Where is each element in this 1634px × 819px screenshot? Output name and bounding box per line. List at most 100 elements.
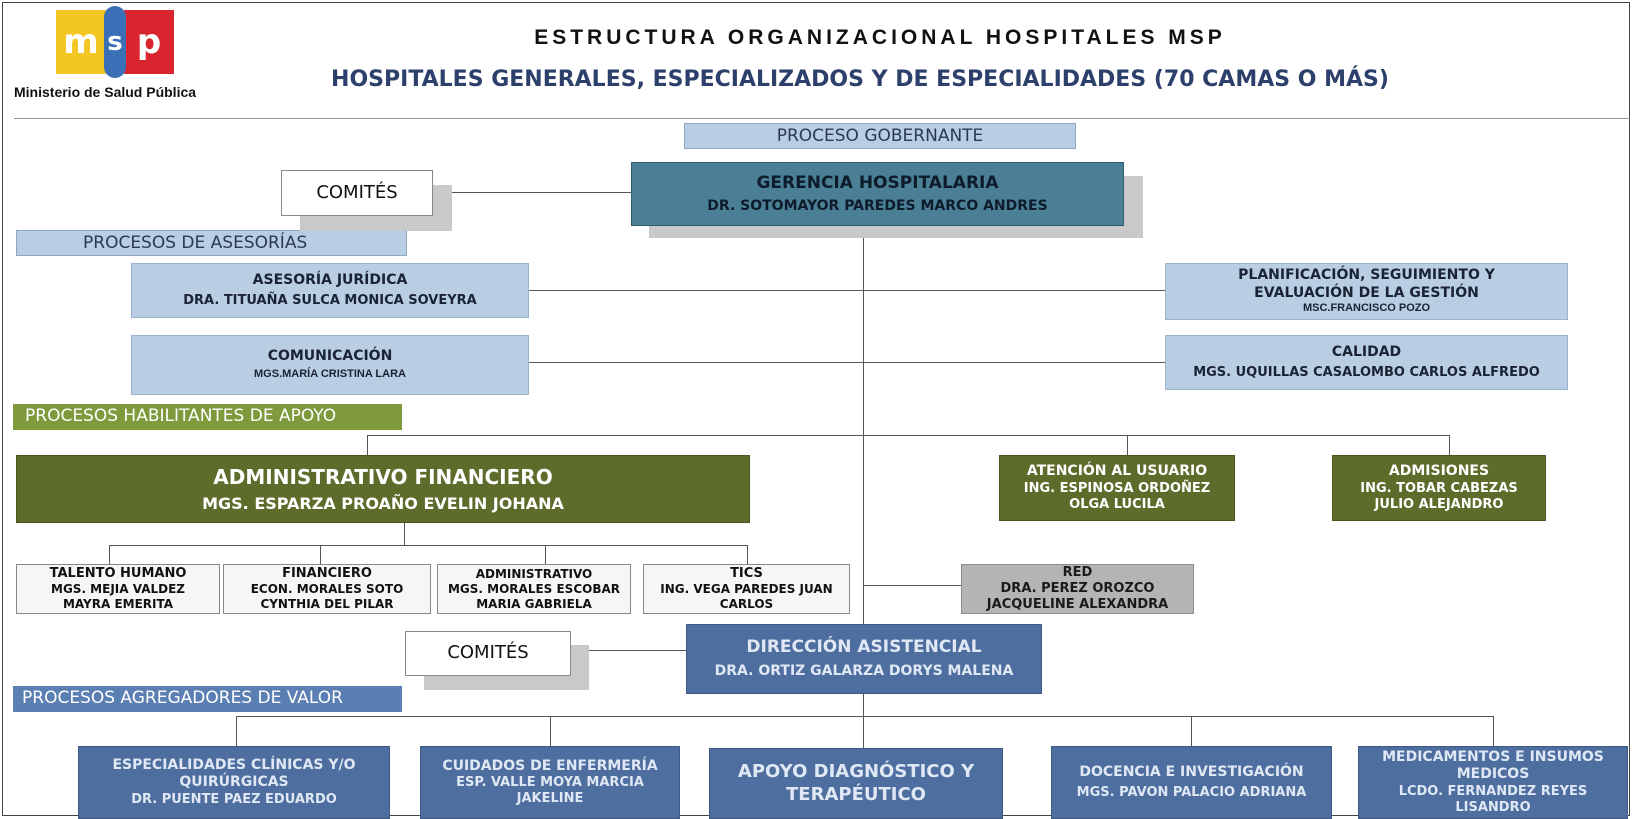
committee-mid-label: COMITÉS xyxy=(447,642,529,664)
drop-medicamentos xyxy=(1493,716,1494,746)
especialidades-person: DR. PUENTE PAEZ EDUARDO xyxy=(131,791,337,807)
especialidades-box: ESPECIALIDADES CLÍNICAS Y/O QUIRÚRGICAS … xyxy=(78,746,390,819)
atencion-line2: OLGA LUCILA xyxy=(1069,496,1165,512)
asesoria-row2-line xyxy=(528,362,1166,363)
planificacion-person: MSC.FRANCISCO POZO xyxy=(1302,302,1431,315)
drop-especialidades xyxy=(236,716,237,746)
logo-p-letter: p xyxy=(136,22,162,62)
talento-humano-box: TALENTO HUMANO MGS. MEJIA VALDEZ MAYRA E… xyxy=(16,564,220,614)
committee-top-box: COMITÉS xyxy=(281,170,433,216)
administrativo-line1: MGS. MORALES ESCOBAR xyxy=(447,581,621,596)
logo-m-letter: m xyxy=(63,22,99,62)
committee-mid-box: COMITÉS xyxy=(405,631,571,676)
tics-box: TICS ING. VEGA PAREDES JUAN CARLOS xyxy=(643,564,850,614)
committee-top-label: COMITÉS xyxy=(316,181,398,203)
asesoria-juridica-box: ASESORÍA JURÍDICA DRA. TITUAÑA SULCA MON… xyxy=(131,263,529,318)
docencia-box: DOCENCIA E INVESTIGACIÓN MGS. PAVON PALA… xyxy=(1051,746,1332,819)
apoyo-diag-line2: TERAPÉUTICO xyxy=(786,783,926,805)
calidad-title: CALIDAD xyxy=(1331,344,1402,361)
talento-line1: MGS. MEJIA VALDEZ xyxy=(51,582,185,597)
apoyo-branch-line xyxy=(367,435,1450,436)
medicamentos-line1: MEDICAMENTOS E INSUMOS xyxy=(1382,748,1604,765)
medicamentos-line3: LCDO. FERNANDEZ REYES xyxy=(1398,783,1588,799)
planificacion-title-2: EVALUACIÓN DE LA GESTIÓN xyxy=(1254,284,1479,301)
apoyo-drop-admisiones xyxy=(1449,435,1450,455)
admisiones-line2: JULIO ALEJANDRO xyxy=(1374,496,1504,512)
enfermeria-line2: JAKELINE xyxy=(516,791,584,807)
band-procesos-asesorias: PROCESOS DE ASESORÍAS xyxy=(16,230,407,256)
financiero-line2: CYNTHIA DEL PILAR xyxy=(260,597,394,612)
docencia-person: MGS. PAVON PALACIO ADRIANA xyxy=(1076,785,1307,801)
apoyo-drop-admin xyxy=(367,435,368,455)
main-vertical-line xyxy=(863,224,864,722)
planificacion-title-1: PLANIFICACIÓN, SEGUIMIENTO Y xyxy=(1238,267,1495,284)
atencion-usuario-box: ATENCIÓN AL USUARIO ING. ESPINOSA ORDOÑE… xyxy=(999,455,1235,521)
admisiones-title: ADMISIONES xyxy=(1388,463,1490,479)
admin-down-line xyxy=(404,523,405,545)
enfermeria-box: CUIDADOS DE ENFERMERÍA ESP. VALLE MOYA M… xyxy=(420,746,680,819)
red-title: RED xyxy=(1062,564,1093,580)
comunicacion-person: MGS.MARÍA CRISTINA LARA xyxy=(254,368,406,381)
drop-administrativo xyxy=(545,545,546,564)
medicamentos-line2: MEDICOS xyxy=(1456,766,1530,783)
atencion-line1: ING. ESPINOSA ORDOÑEZ xyxy=(1023,480,1211,496)
administrativo-title: ADMINISTRATIVO xyxy=(475,566,593,581)
talento-title: TALENTO HUMANO xyxy=(49,565,187,581)
drop-apoyo-diag xyxy=(863,716,864,748)
comunicacion-title: COMUNICACIÓN xyxy=(267,347,393,364)
tics-line2: CARLOS xyxy=(719,597,774,612)
red-box: RED DRA. PEREZ OROZCO JACQUELINE ALEXAND… xyxy=(961,564,1194,614)
agregadores-branch-line xyxy=(236,716,1494,717)
gerencia-hospitalaria-box: GERENCIA HOSPITALARIA DR. SOTOMAYOR PARE… xyxy=(631,162,1124,226)
admin-sub-branch-line xyxy=(109,545,748,546)
financiero-box: FINANCIERO ECON. MORALES SOTO CYNTHIA DE… xyxy=(223,564,431,614)
administrativo-box: ADMINISTRATIVO MGS. MORALES ESCOBAR MARI… xyxy=(437,564,631,614)
logo-s-letter: s xyxy=(107,27,123,57)
red-line1: DRA. PEREZ OROZCO xyxy=(1000,580,1155,596)
drop-financiero xyxy=(320,545,321,564)
atencion-title: ATENCIÓN AL USUARIO xyxy=(1026,463,1208,479)
apoyo-diag-line1: APOYO DIAGNÓSTICO Y xyxy=(737,761,975,782)
especialidades-line1: ESPECIALIDADES CLÍNICAS Y/O xyxy=(112,756,356,773)
ministry-name: Ministerio de Salud Pública xyxy=(14,84,197,100)
enfermeria-title: CUIDADOS DE ENFERMERÍA xyxy=(442,757,658,774)
band-proceso-gobernante: PROCESO GOBERNANTE xyxy=(684,123,1076,149)
band-procesos-agregadores: PROCESOS AGREGADORES DE VALOR xyxy=(13,686,402,712)
diagram-subtitle: HOSPITALES GENERALES, ESPECIALIZADOS Y D… xyxy=(331,67,1389,92)
calidad-person: MGS. UQUILLAS CASALOMBO CARLOS ALFREDO xyxy=(1193,364,1540,380)
apoyo-diagnostico-box: APOYO DIAGNÓSTICO Y TERAPÉUTICO xyxy=(709,748,1003,819)
admin-fin-person: MGS. ESPARZA PROAÑO EVELIN JOHANA xyxy=(202,493,564,513)
planificacion-box: PLANIFICACIÓN, SEGUIMIENTO Y EVALUACIÓN … xyxy=(1165,263,1568,320)
direccion-asistencial-box: DIRECCIÓN ASISTENCIAL DRA. ORTIZ GALARZA… xyxy=(686,624,1042,694)
administrativo-line2: MARIA GABRIELA xyxy=(476,596,592,611)
red-line xyxy=(863,585,961,586)
committee-mid-line xyxy=(570,650,686,651)
tics-title: TICS xyxy=(730,565,763,581)
red-line2: JACQUELINE ALEXANDRA xyxy=(986,597,1169,613)
admin-fin-title: ADMINISTRATIVO FINANCIERO xyxy=(213,464,553,489)
committee-top-line xyxy=(432,192,632,193)
drop-talento xyxy=(109,545,110,564)
asesoria-row1-line xyxy=(528,290,1166,291)
drop-docencia xyxy=(1191,716,1192,746)
asesoria-juridica-person: DRA. TITUAÑA SULCA MONICA SOVEYRA xyxy=(183,292,477,308)
logo-m-block: m xyxy=(56,10,106,74)
gerencia-person: DR. SOTOMAYOR PAREDES MARCO ANDRES xyxy=(707,197,1048,214)
admisiones-line1: ING. TOBAR CABEZAS xyxy=(1360,480,1518,496)
direccion-title: DIRECCIÓN ASISTENCIAL xyxy=(746,637,982,658)
especialidades-line2: QUIRÚRGICAS xyxy=(179,774,289,791)
logo-s-block: s xyxy=(104,6,126,78)
financiero-title: FINANCIERO xyxy=(282,565,372,581)
logo-p-block: p xyxy=(124,10,174,74)
medicamentos-box: MEDICAMENTOS E INSUMOS MEDICOS LCDO. FER… xyxy=(1358,746,1628,819)
financiero-line1: ECON. MORALES SOTO xyxy=(250,582,404,597)
diagram-title: ESTRUCTURA ORGANIZACIONAL HOSPITALES MSP xyxy=(534,26,1226,49)
direccion-person: DRA. ORTIZ GALARZA DORYS MALENA xyxy=(714,663,1014,680)
docencia-title: DOCENCIA E INVESTIGACIÓN xyxy=(1079,763,1304,780)
apoyo-drop-atencion xyxy=(1127,435,1128,455)
drop-tics xyxy=(747,545,748,564)
comunicacion-box: COMUNICACIÓN MGS.MARÍA CRISTINA LARA xyxy=(131,335,529,395)
gerencia-title: GERENCIA HOSPITALARIA xyxy=(756,172,999,193)
enfermeria-line1: ESP. VALLE MOYA MARCIA xyxy=(456,775,644,790)
talento-line2: MAYRA EMERITA xyxy=(62,597,174,612)
